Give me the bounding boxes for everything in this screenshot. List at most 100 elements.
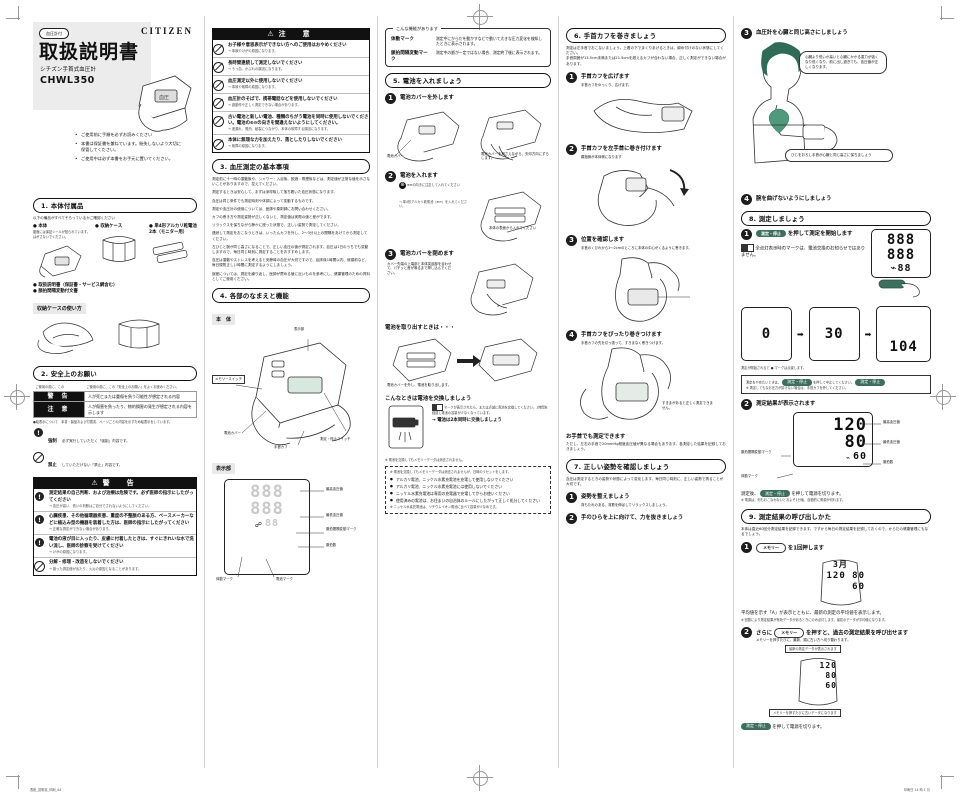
product-badge: 血圧計付 <box>39 28 69 39</box>
body-label: 本 体 <box>212 314 236 326</box>
caution-sub: → 故障の原因になります。 <box>228 143 268 148</box>
seg-all-3: ⌁88 <box>890 263 912 274</box>
crop-mark <box>6 776 20 777</box>
caution-sub: → 事故や故障の原因になります。 <box>228 84 278 89</box>
step-title: 手のひらを上に向けて、力を抜きましょう <box>581 514 684 521</box>
start-stop-button[interactable]: 測定・停止 <box>855 378 886 386</box>
label-wrist-cuff: 手首カフ <box>274 445 288 450</box>
safety-intro-row: ご使用の前に、この ご使用の前に、この「安全上のお願い」をよくお読みください。 <box>34 384 197 391</box>
caution-item: 血圧測定以外に使用しないでください → 事故や故障の原因になります。 <box>213 76 369 94</box>
start-stop-button[interactable]: 測定・停止 <box>782 378 813 386</box>
body-motion-icon: ☍ <box>254 521 263 530</box>
memory-button[interactable]: メモリー <box>774 628 805 638</box>
battery-note-item: 使用済みの電池は、お住まいの自治体のルールにしたがって正しく処分してください <box>390 498 546 504</box>
safety-intro-left: ご使用の前に、この <box>35 385 65 389</box>
safety-note: ●絵表示について 本書・製品および付属書、ページごとの内容を示すため絵表示をして… <box>33 420 173 425</box>
extra-item-0: ● 取扱説明書（保証書・サービス網含む） <box>33 282 118 288</box>
label-battery-mark: 電池マーク <box>276 577 293 582</box>
step-title: 手首カフを左手首に巻き付けます <box>581 146 662 153</box>
measure-step-2: 2 測定結果が表示されます <box>741 399 931 411</box>
section-6-note: 手首周囲が13.5cm未満または21.5cmを超えるカフが合わない場合、正しく測… <box>566 56 726 66</box>
memory-button[interactable]: メモリー <box>756 543 786 553</box>
measure-stop-line1: 測定をやめたいときは、 測定・停止 を押して中止してください。 測定・停止 <box>746 378 926 386</box>
recall-step-1: 1 メモリー を1回押します <box>741 542 931 554</box>
crop-mark <box>941 775 942 789</box>
column-3: こんな機能があります 体動マーク 測定中にからだを動かすなどで動いて大きな圧力変… <box>377 16 558 768</box>
display-leaders <box>237 490 324 578</box>
label-battery-cover: 電池カバー <box>224 431 241 436</box>
section-2-header: 2. 安全上のお願い <box>33 366 197 381</box>
title-note: ご使用前に手順を必ずお読みください <box>75 132 183 138</box>
start-stop-button[interactable]: 測定・停止 <box>741 722 771 730</box>
seg-all-2: 888 <box>886 247 916 263</box>
prohibition-icon <box>213 138 224 150</box>
page-title: 取扱説明書 <box>39 41 140 63</box>
label-diastolic: 最低血圧値 <box>326 513 343 518</box>
crop-mark <box>18 6 19 20</box>
step-title: 手首カフを広げます <box>581 73 630 80</box>
result-label-diastolic: 最低血圧値 <box>883 440 900 445</box>
start-stop-button[interactable]: 測定・停止 <box>759 490 790 498</box>
section-7-intro: 血圧は測定するときの姿勢や状態によって変化します。毎日同じ時刻に、正しい姿勢で測… <box>566 476 724 486</box>
title-notes: ご使用前に手順を必ずお読みください 本書は保証書を兼ねています。紛失しないよう大… <box>35 132 183 165</box>
step-number: 1 <box>566 492 577 503</box>
case-usage-illustration <box>37 319 160 354</box>
step-5-3: 3 電池カバーを閉めます <box>385 248 551 260</box>
step-title: 腕を曲げないようにしましょう <box>756 196 832 202</box>
title-note: ご使用中は必ず本書をお手元に置いてください。 <box>75 156 183 162</box>
after-measure-note: ※ 電源は、何もおこなわないとおよそ1分後、自動的に電源が切れます。 <box>741 498 846 503</box>
step-5-1-illustration: 電池カバー 電池カバーを押さえながら、矢印方向にずらします。 <box>385 104 551 166</box>
item-desc-0: 裏面には保証シールが貼られています。はがさないでください。 <box>33 230 90 239</box>
item-name-2: ● 単4形アルカリ乾電池 2本（モニター用） <box>149 224 197 236</box>
section-3-body: 測定前に十一時の運動後や、シャワー・入浴後、飲酒・喫煙後などは、測定値が正常な値… <box>212 177 370 282</box>
step-title: 位置を確認します <box>581 237 625 243</box>
step-title: 電池カバーを閉めます <box>400 250 454 257</box>
warning-sub: → 血圧が高い、低いの判断はご自分でされないようにしてください。 <box>49 503 152 508</box>
item-name-0: ● 本体 <box>33 224 48 230</box>
result-label-body-motion: 体動マーク <box>741 474 758 479</box>
step-6-4-illustration: すきまがあると正しく測定できません。 <box>566 345 726 427</box>
warning-bar: ⚠警 告 <box>33 476 197 489</box>
cuff-open-illustration <box>593 99 693 134</box>
step-number: 3 <box>741 28 752 39</box>
battery-remove-title: 電池を取り出すときは・・・ <box>385 324 456 331</box>
pulse-wave-icon: ⌁ <box>845 454 850 463</box>
lcd-seq-2: 104 <box>876 306 932 362</box>
step-title: 血圧計を心臓と同じ高さにしましょう <box>756 30 848 36</box>
feature-name: 脈拍間隔変動マーク <box>391 50 428 62</box>
section-1-header: 1. 本体付属品 <box>33 198 197 213</box>
recall-device-svg-2 <box>798 657 838 706</box>
cuff-wrap-illustration <box>597 169 689 226</box>
step-title: 姿勢を整えましょう <box>581 494 630 500</box>
step-6-2-caption: 親指側が本体側になります <box>581 155 622 160</box>
step-5-3-illustration: カバー先端の上端部と本体突起部を合わせて、パチッと音が鳴るまで押し込んでください… <box>385 260 551 318</box>
battery-icon <box>741 244 754 252</box>
cuff-tight-illustration <box>580 347 671 420</box>
result-label-variation: 脈拍間隔変動マーク <box>741 450 772 455</box>
caption-insert-from-front: 本体の表面から入れてください <box>489 225 537 230</box>
start-stop-button[interactable]: 測定・停止 <box>756 230 786 237</box>
step-number: 1 <box>566 71 577 83</box>
symbol-name-force: 強制 <box>48 439 57 445</box>
speech-bubble-elbow: ひじをおろし手首が心臓と同じ高さに保ちましょう <box>785 149 893 162</box>
step-number: 2 <box>741 627 752 639</box>
arrow-right-icon: ➡ <box>864 329 872 339</box>
step-5-1: 1 電池カバーを外します <box>385 92 551 104</box>
step-6-3b: 3 血圧計を心臓と同じ高さにしましょう <box>741 28 931 39</box>
footer-right: 印刷日 14 時 1 月 <box>903 788 930 792</box>
posture-illustration: 心臓より低いか高いと心臓にかかる重力が強くなり低くなり、前に出し過ぎても、血圧値… <box>741 39 931 189</box>
section-6-header: 6. 手首カフを巻きましょう <box>566 28 726 43</box>
label-start-stop-switch: 測定・停止スイッチ <box>320 437 351 442</box>
prohibition-icon <box>213 115 224 132</box>
caution-triangle-icon: ⚠ <box>267 30 274 38</box>
recall-step-2-title: を押すと、過去の測定結果を呼び出せます <box>805 630 909 637</box>
warning-item: 分解・修理・改造をしないでください → 誤った測定値が出たり、火災の原因となるこ… <box>34 558 196 575</box>
label-memory-switch: メモリースイッチ <box>212 375 245 384</box>
result-label-systolic: 最高血圧値 <box>883 420 900 425</box>
title-note: 本書は保証書を兼ねています。紛失しないよう大切に保管してください。 <box>75 141 183 153</box>
battery-low-illustration <box>388 405 424 449</box>
warning-sub: → 正確な測定ができない場合があります。 <box>49 526 112 531</box>
step-6-1-caption: 手首カフをゆっくり、広げます。 <box>581 82 632 87</box>
caution-title: お子様や意思表示ができない方へのご使用はおやめください <box>228 42 347 48</box>
